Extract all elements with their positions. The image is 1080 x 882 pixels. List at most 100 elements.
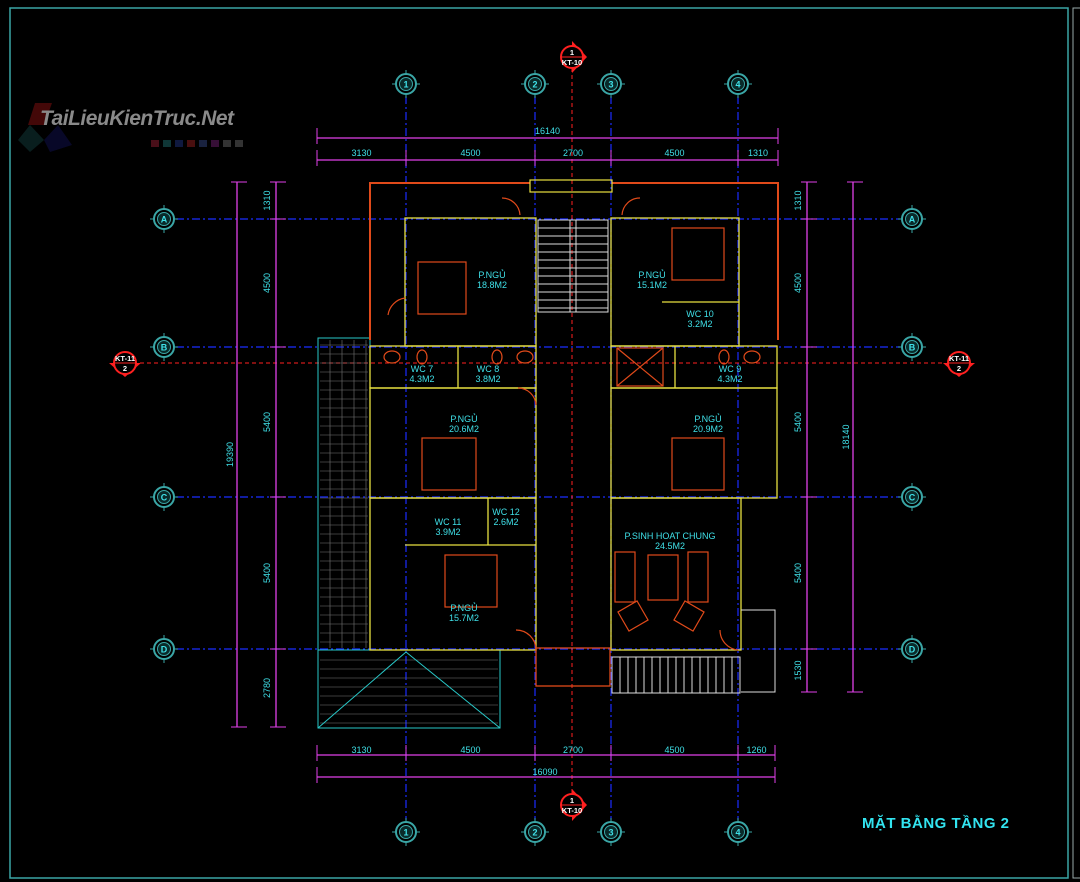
roof-left xyxy=(317,337,501,729)
room-name: WC 7 xyxy=(411,364,434,374)
toilet-icon xyxy=(416,349,428,365)
dim-label: 2700 xyxy=(563,148,583,158)
walls xyxy=(369,217,778,687)
sink-icon xyxy=(743,350,761,364)
grid-bubble-left-D: D xyxy=(150,635,178,663)
grid-label: 3 xyxy=(608,80,613,90)
section-bottom-text: 2 xyxy=(957,364,961,373)
dim-label: 3130 xyxy=(351,745,371,755)
grid-label: 4 xyxy=(735,828,740,838)
bed-icon xyxy=(417,261,467,315)
section-top-text: KT-11 xyxy=(949,354,969,363)
room-label: WC 83.8M2 xyxy=(475,364,500,384)
room-area: 20.6M2 xyxy=(449,424,479,434)
dim-label: 4500 xyxy=(460,745,480,755)
armchair-icon xyxy=(617,600,649,632)
section-bottom-text: KT-10 xyxy=(562,58,582,67)
sink-icon xyxy=(516,350,534,364)
room-area: 15.1M2 xyxy=(637,280,667,290)
room-area: 24.5M2 xyxy=(655,541,685,551)
dim-label: 4500 xyxy=(262,273,272,293)
grid-label: B xyxy=(161,343,168,353)
dim-label: 5400 xyxy=(262,563,272,583)
section-mark-left: KT-112 xyxy=(109,351,141,377)
room-label: WC 74.3M2 xyxy=(409,364,434,384)
grid-label: 2 xyxy=(532,80,537,90)
sofa-icon xyxy=(614,551,636,603)
room-name: WC 9 xyxy=(719,364,742,374)
dim-label: 2700 xyxy=(563,745,583,755)
grid-bubble-right-B: B xyxy=(898,333,926,361)
grid-bubble-right-A: A xyxy=(898,205,926,233)
room-name: WC 10 xyxy=(686,309,714,319)
section-bottom-text: 2 xyxy=(123,364,127,373)
grid-bubble-right-C: C xyxy=(898,483,926,511)
grid-bubble-left-B: B xyxy=(150,333,178,361)
dim-label: 5400 xyxy=(793,563,803,583)
room-name: P.NGỦ xyxy=(694,413,721,424)
room-label: WC 122.6M2 xyxy=(492,507,520,527)
armchair-icon xyxy=(673,600,705,632)
room-area: 20.9M2 xyxy=(693,424,723,434)
section-top-text: 1 xyxy=(570,48,574,57)
drawing-title: MẶT BẰNG TẦNG 2 xyxy=(862,815,1010,832)
room-name: WC 12 xyxy=(492,507,520,517)
grid-label: B xyxy=(909,343,916,353)
grid-bubble-left-A: A xyxy=(150,205,178,233)
dim-label: 19390 xyxy=(225,442,235,467)
drawing-frame xyxy=(9,7,1069,879)
room-area: 4.3M2 xyxy=(717,374,742,384)
bed-icon xyxy=(444,554,498,608)
dim-label: 18140 xyxy=(841,424,851,449)
grid-label: 2 xyxy=(532,828,537,838)
grid-label: 1 xyxy=(403,828,408,838)
room-area: 4.3M2 xyxy=(409,374,434,384)
dim-label: 4500 xyxy=(664,745,684,755)
room-area: 3.9M2 xyxy=(435,527,460,537)
staircase xyxy=(537,219,609,313)
furniture xyxy=(383,197,761,651)
section-mark-right: KT-112 xyxy=(943,351,975,377)
dim-label: 5400 xyxy=(793,412,803,432)
entrance-steps xyxy=(611,609,776,694)
section-mark-bottom: 1KT-10 xyxy=(560,789,587,821)
dim-label: 1530 xyxy=(793,660,803,680)
dim-label: 1310 xyxy=(262,190,272,210)
grid-bubble-top-2: 2 xyxy=(521,70,549,98)
room-name: WC 8 xyxy=(477,364,500,374)
grid-bubble-bottom-1: 1 xyxy=(392,818,420,846)
section-mark-top: 1KT-10 xyxy=(560,41,587,73)
room-area: 3.2M2 xyxy=(687,319,712,329)
bed-icon xyxy=(421,437,477,491)
balcony-outline xyxy=(369,179,779,340)
room-name: P.NGỦ xyxy=(478,269,505,280)
grid-label: C xyxy=(909,493,916,503)
coffee-table-icon xyxy=(647,554,679,601)
dim-label: 16140 xyxy=(535,126,560,136)
title-block xyxy=(1072,7,1080,879)
room-name: P.NGỦ xyxy=(638,269,665,280)
sofa-icon xyxy=(687,551,709,603)
grid-label: 1 xyxy=(403,80,408,90)
dim-label: 1260 xyxy=(746,745,766,755)
room-name: P.NGỦ xyxy=(450,413,477,424)
dim-label: 1310 xyxy=(793,190,803,210)
dim-label: 5400 xyxy=(262,412,272,432)
grid-label: 3 xyxy=(608,828,613,838)
watermark-logo: TaiLieuKienTruc.Net xyxy=(40,107,234,131)
room-area: 2.6M2 xyxy=(493,517,518,527)
grid-bubble-bottom-2: 2 xyxy=(521,818,549,846)
room-area: 18.8M2 xyxy=(477,280,507,290)
section-top-text: KT-11 xyxy=(115,354,135,363)
dim-label: 2780 xyxy=(262,678,272,698)
room-name: P.SINH HOAT CHUNG xyxy=(624,531,715,541)
dim-label: 1310 xyxy=(748,148,768,158)
